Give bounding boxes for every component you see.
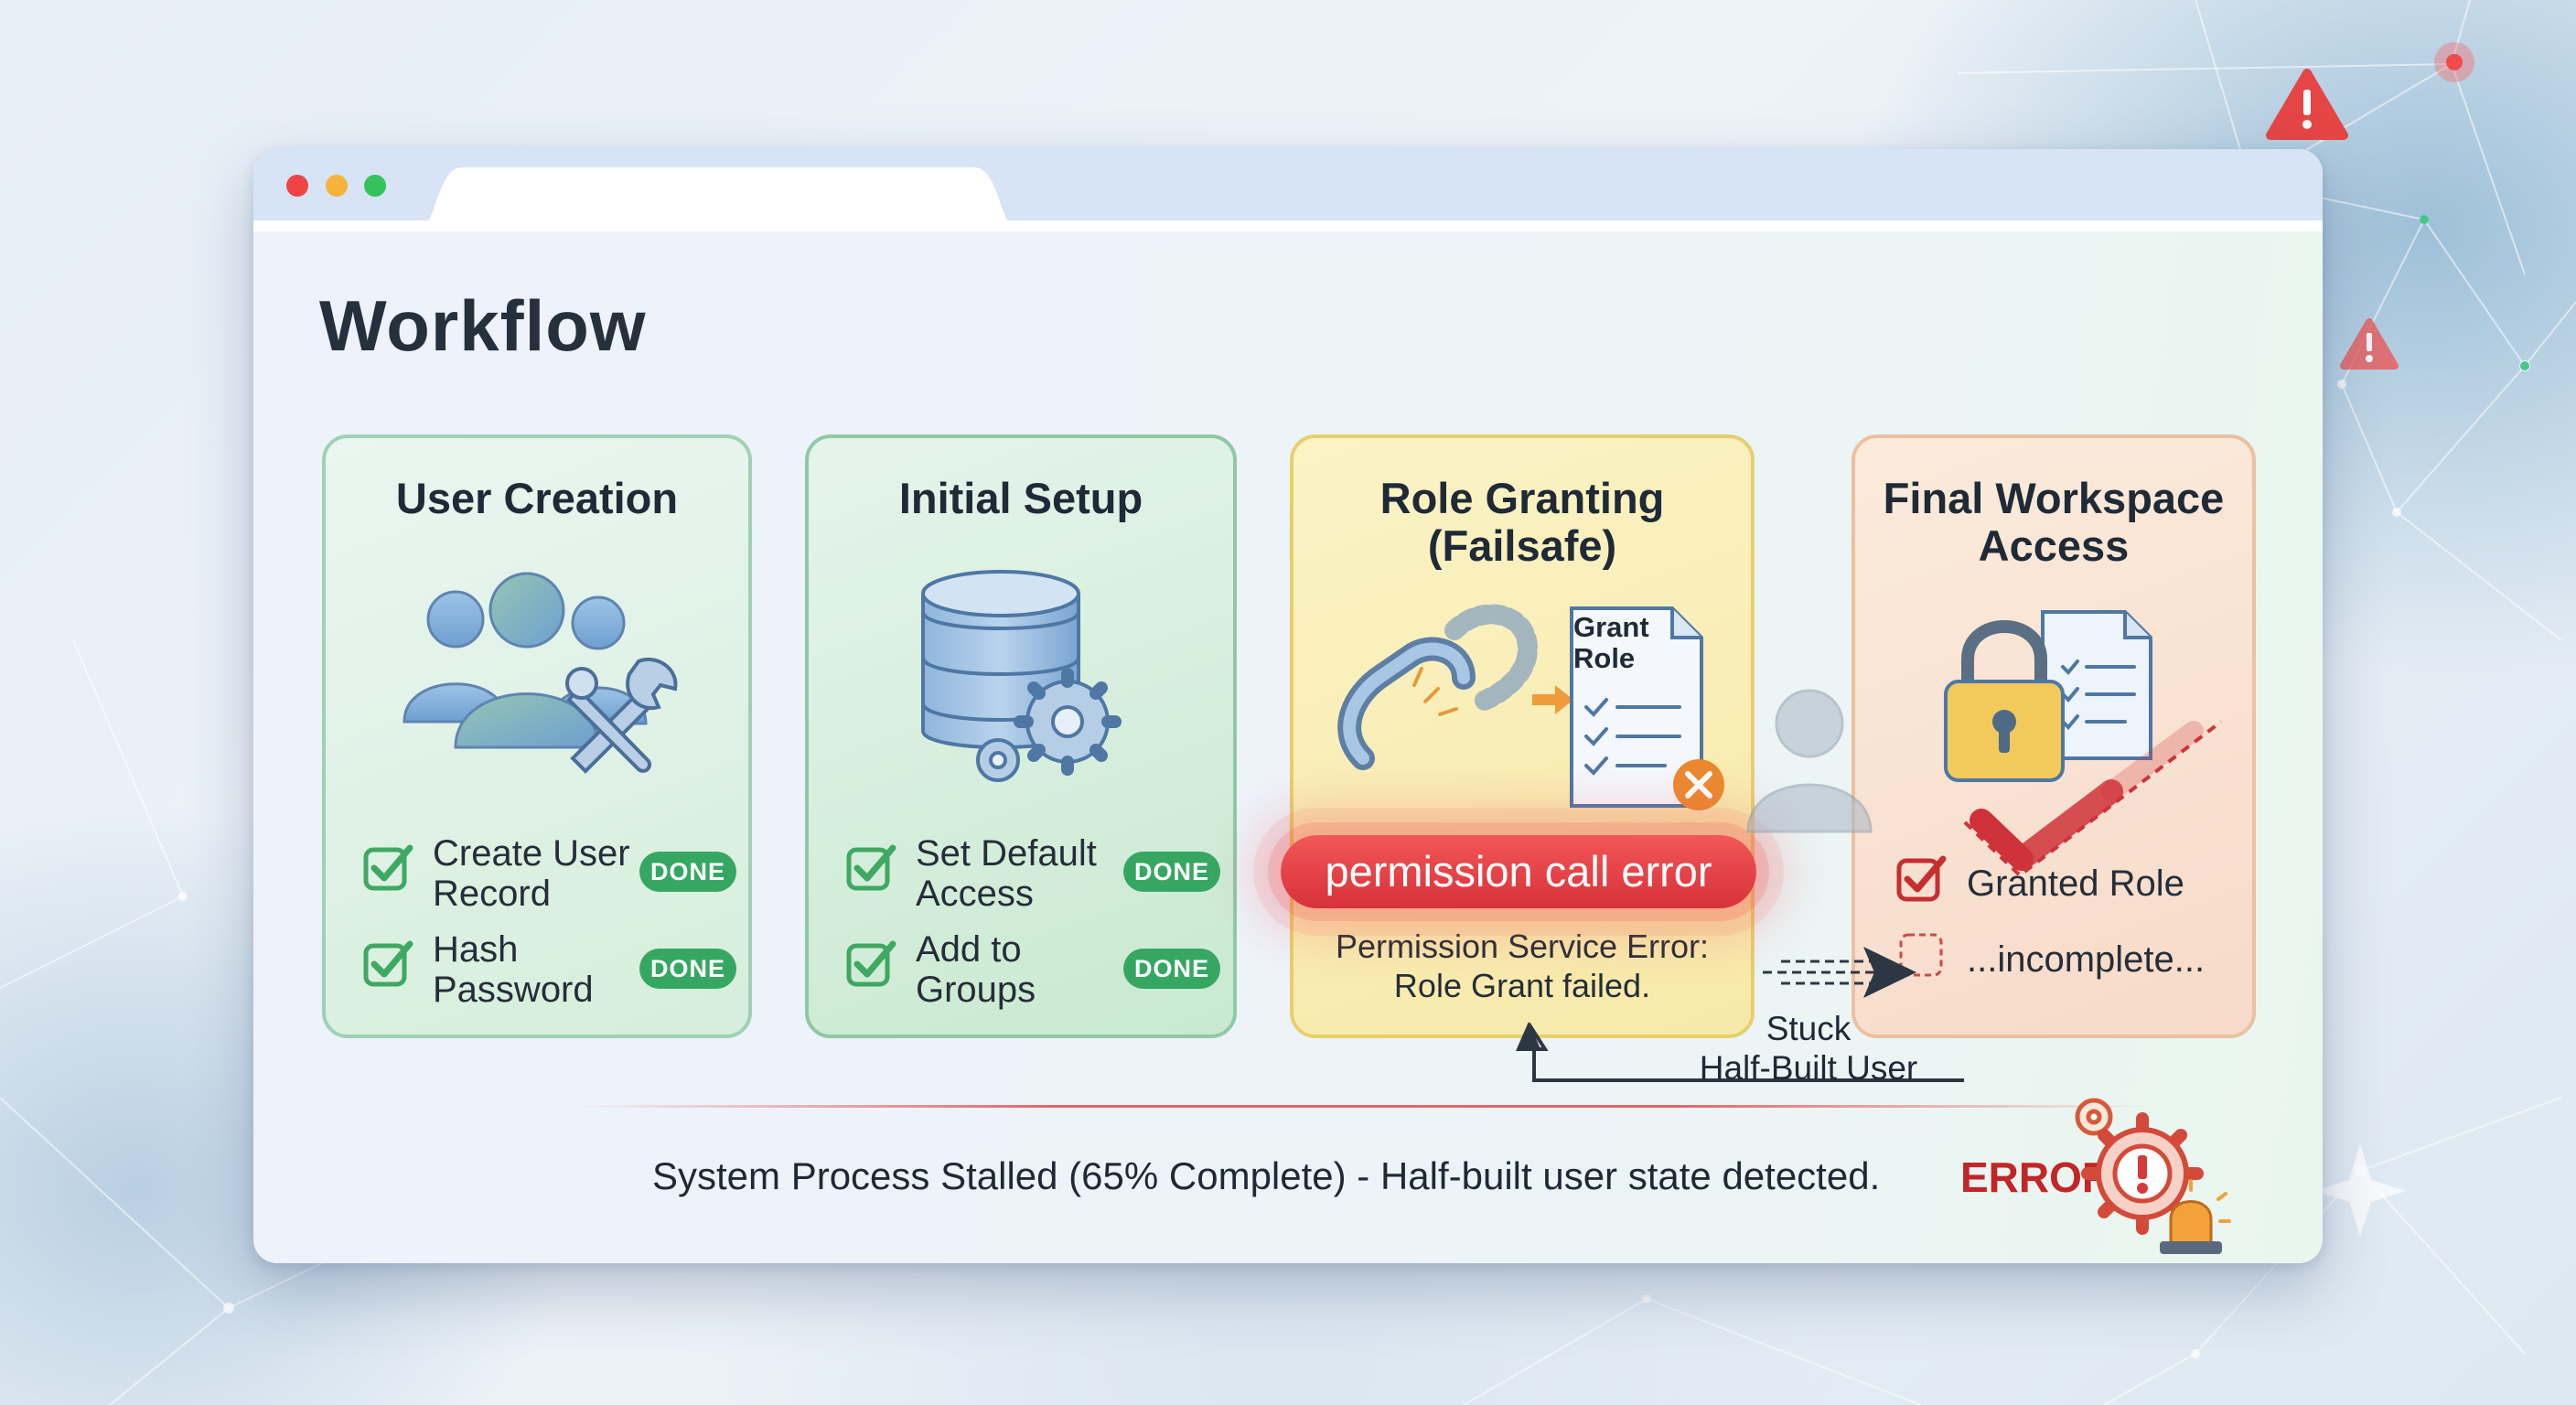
stage-card-user-creation: User Creation Crea: [322, 434, 752, 1038]
error-detail: Permission Service Error:Role Grant fail…: [1335, 928, 1710, 1004]
error-gear-alarm-icon: [2075, 1098, 2231, 1254]
warning-triangle-icon: [2266, 69, 2348, 140]
faded-check-mark-icon: [1963, 720, 2223, 878]
stage-card-role-granting: Role Granting(Failsafe): [1290, 434, 1755, 1038]
done-badge: DONE: [639, 949, 736, 989]
checkbox-pending-icon: [1899, 933, 1943, 977]
done-badge: DONE: [639, 852, 736, 892]
browser-tab[interactable]: [416, 167, 1020, 231]
broken-link-icon: [1337, 604, 1573, 770]
app-window: Workflow User Creation: [253, 149, 2323, 1263]
warning-triangle-icon: [2340, 318, 2399, 370]
maximize-button[interactable]: [364, 175, 386, 197]
stuck-user-icon: [1746, 689, 1873, 833]
lock-document-icon: [1944, 610, 2152, 782]
page-title: Workflow: [319, 285, 647, 366]
stuck-arrow-icon: [1763, 947, 1916, 998]
task-label: Granted Role: [1967, 863, 2184, 904]
close-button[interactable]: [286, 175, 308, 197]
footer-status-text: System Process Stalled (65% Complete) - …: [652, 1154, 1881, 1197]
done-badge: DONE: [1123, 949, 1220, 989]
grant-role-document-icon: [1570, 606, 1724, 810]
done-badge: DONE: [1123, 852, 1220, 892]
checkbox-checked-icon: [363, 844, 413, 891]
minimize-button[interactable]: [326, 175, 348, 197]
stage-card-initial-setup: Initial Setup: [805, 434, 1237, 1038]
task-label: ...incomplete...: [1967, 939, 2206, 980]
users-wrench-icon: [402, 572, 678, 774]
stage-title: Role Granting(Failsafe): [1379, 474, 1665, 570]
database-gear-icon: [921, 570, 1122, 782]
stage-title: User Creation: [395, 474, 679, 522]
return-arrow-icon: [1516, 1022, 1964, 1082]
checkbox-checked-icon: [846, 844, 896, 891]
stage-title: Initial Setup: [898, 474, 1143, 522]
permission-error-pill-main: permission call error: [1281, 835, 1756, 908]
checkbox-checked-icon: [1896, 855, 1947, 902]
footer-divider: [576, 1105, 2150, 1108]
checkbox-checked-icon: [846, 940, 896, 987]
checkbox-checked-icon: [363, 940, 413, 987]
